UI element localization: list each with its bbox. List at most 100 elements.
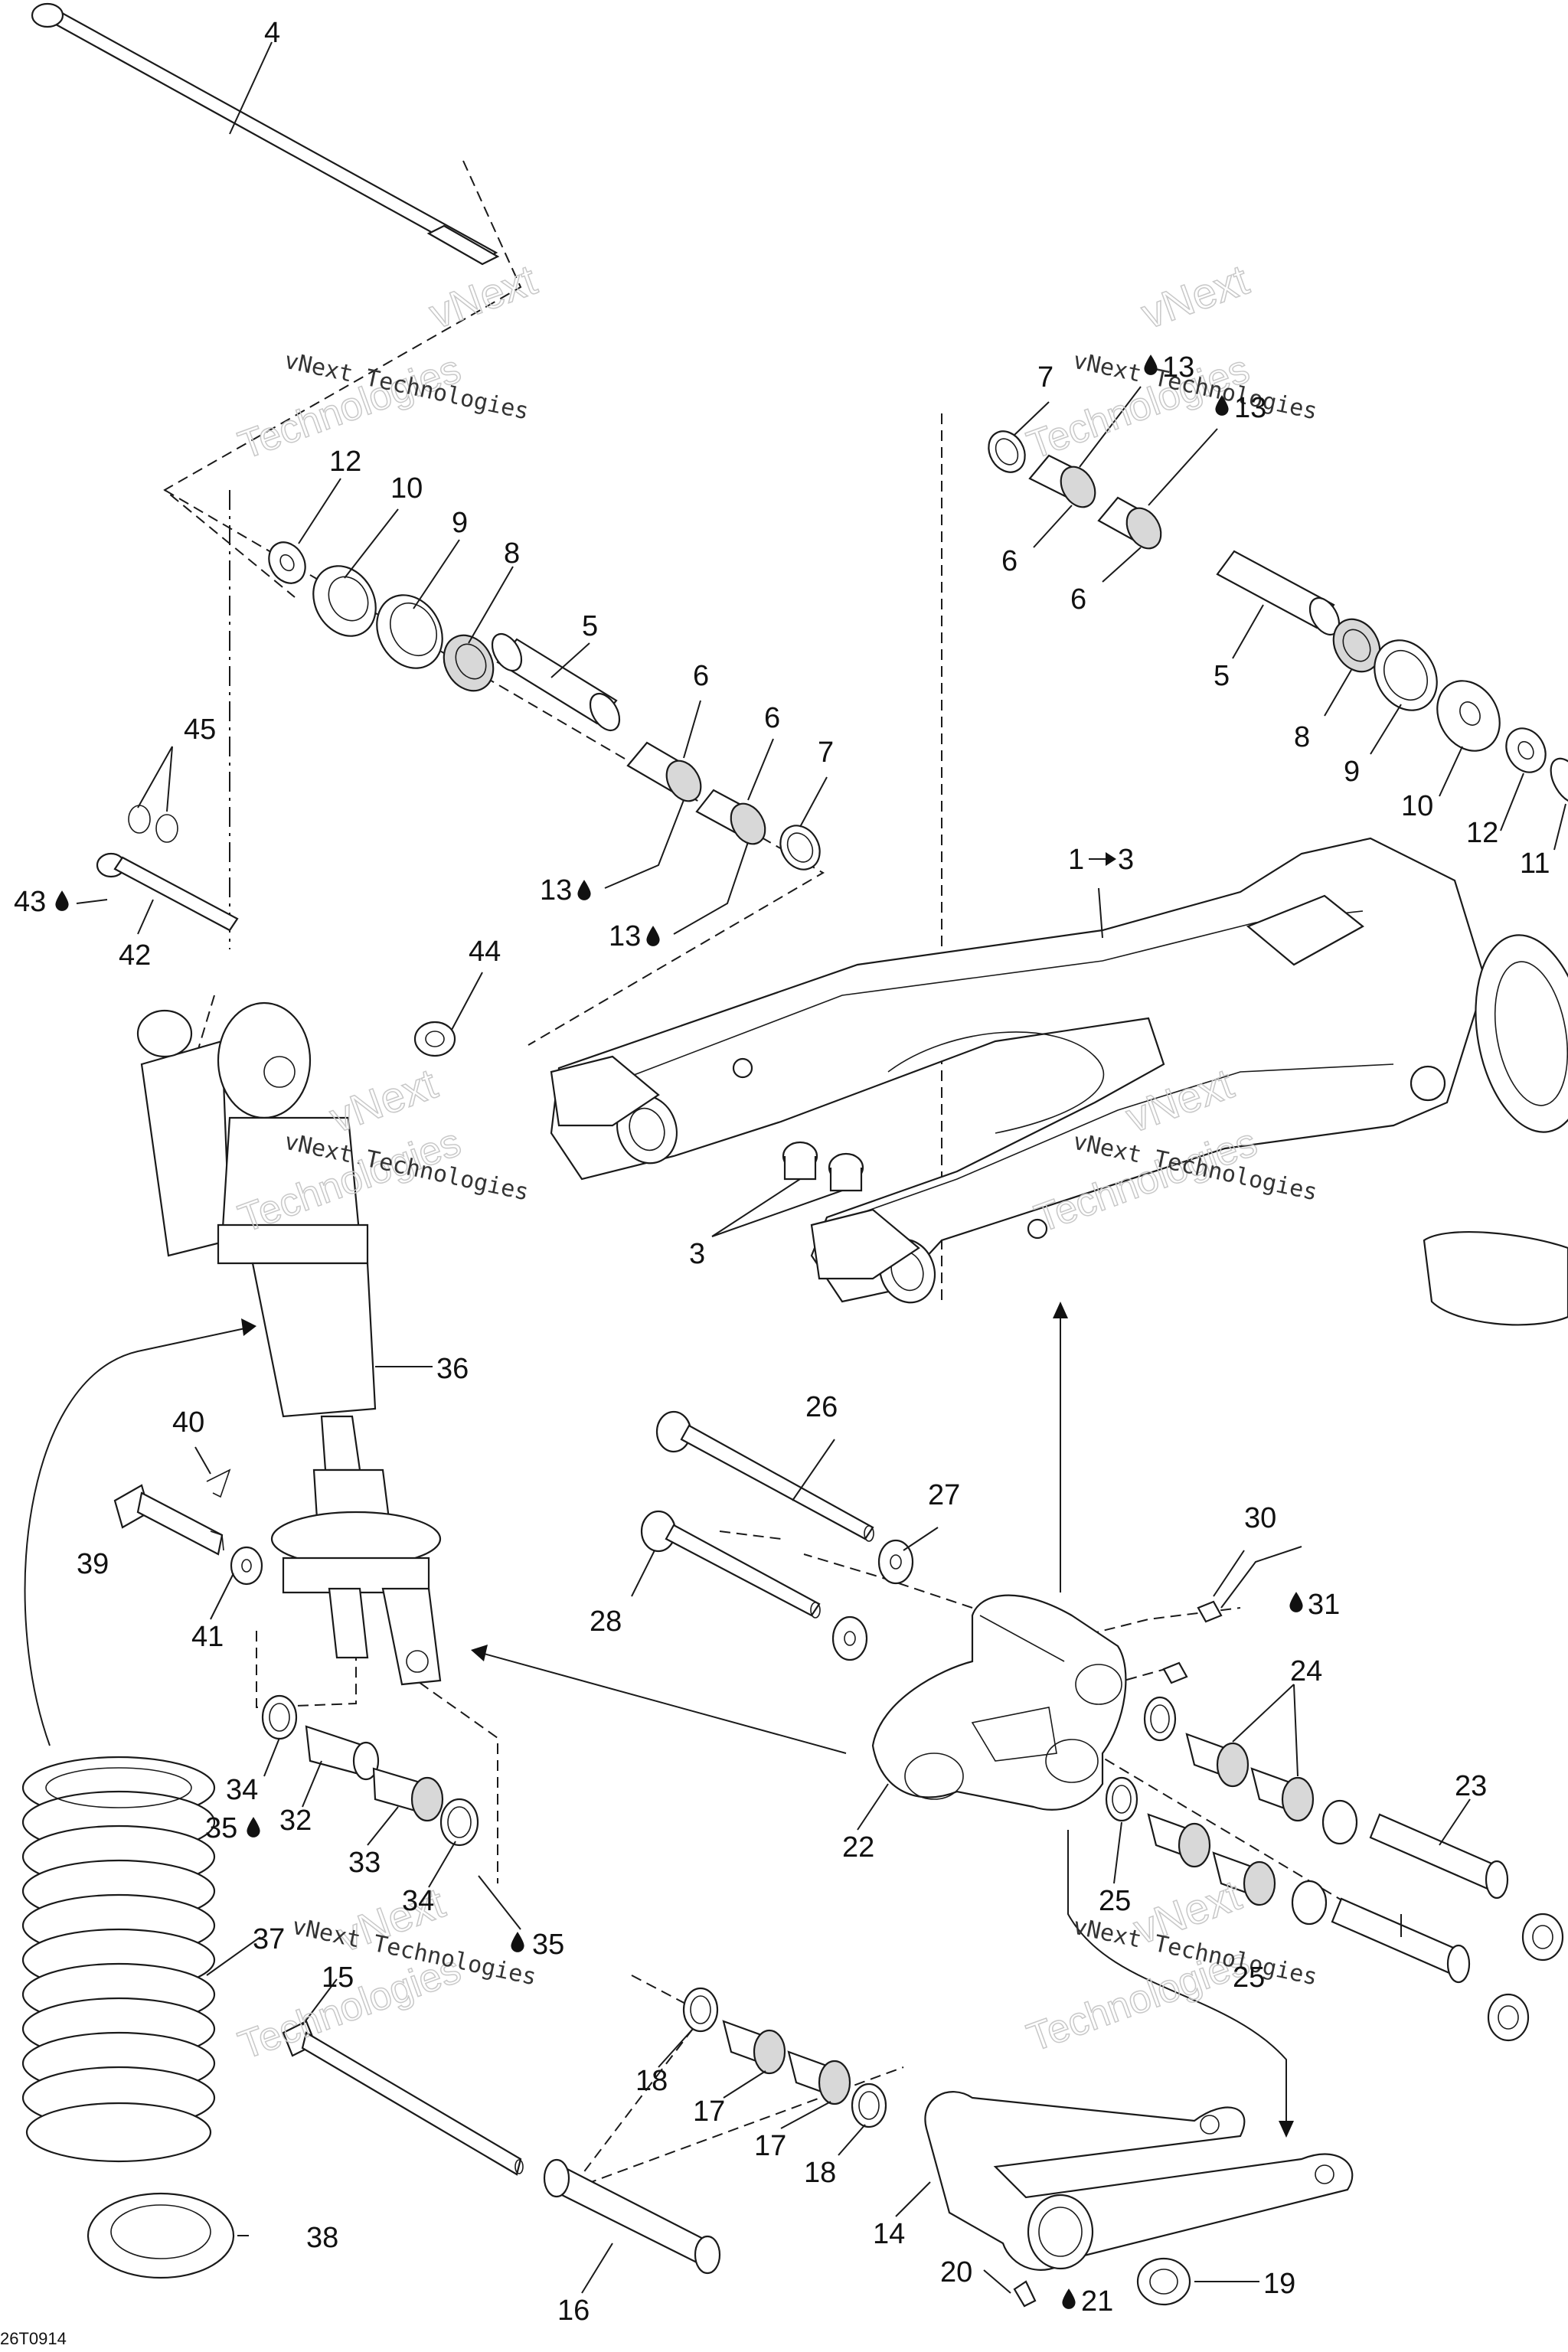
- callout-19: 19: [1263, 2268, 1295, 2300]
- callout-9: 9: [452, 507, 468, 539]
- callout-33: 33: [348, 1847, 381, 1879]
- pivot-shaft-4: [31, 2, 500, 266]
- plugs-3: [782, 1141, 864, 1192]
- callout-13: 13: [1234, 392, 1266, 424]
- callout-3: 3: [1118, 844, 1134, 876]
- callout-8: 8: [504, 537, 520, 570]
- bolt-15: [282, 2020, 524, 2176]
- callout-42: 42: [119, 939, 151, 972]
- callout-12: 12: [1466, 817, 1498, 849]
- cotter-pin-40: [206, 1468, 231, 1498]
- shock-absorber-36: [136, 1001, 442, 1686]
- callout-31: 31: [1308, 1589, 1340, 1621]
- rocker-bearings: [1105, 1696, 1564, 2042]
- callout-10: 10: [390, 472, 423, 505]
- callout-25: 25: [1233, 1962, 1265, 1994]
- bolt-39: [113, 1484, 224, 1556]
- sleeve-16: [543, 2158, 721, 2275]
- callout-34: 34: [402, 1885, 434, 1917]
- swing-arm-1: [550, 837, 1568, 1326]
- oil-drop-icon: [1062, 2288, 1076, 2309]
- watermark-big-next: vNext: [1135, 255, 1255, 338]
- callout-45: 45: [184, 714, 216, 746]
- bearing-stack-right: [988, 430, 1568, 805]
- washer-41: [230, 1546, 263, 1586]
- callout-41: 41: [191, 1621, 224, 1653]
- callout-18: 18: [635, 2065, 668, 2097]
- callout-8: 8: [1294, 721, 1310, 753]
- o-rings-45: [128, 805, 178, 843]
- callout-27: 27: [928, 1479, 960, 1511]
- nut-19: [1136, 2257, 1191, 2306]
- nut-44: [413, 1021, 456, 1057]
- shock-bearing-group: [261, 1694, 479, 1847]
- washer-27: [831, 1539, 914, 1661]
- callout-40: 40: [172, 1406, 204, 1439]
- spring-seat-38: [87, 2192, 235, 2279]
- callout-12: 12: [329, 446, 361, 478]
- callout-32: 32: [279, 1805, 312, 1837]
- callout-3: 3: [689, 1238, 705, 1270]
- callout-39: 39: [77, 1548, 109, 1580]
- oil-drop-icon: [646, 926, 660, 946]
- callout-18: 18: [804, 2157, 836, 2189]
- arrow-right-icon-head: [1106, 852, 1116, 866]
- oil-drop-icon: [577, 880, 591, 900]
- link-bearing-stack: [682, 1987, 887, 2128]
- callout-9: 9: [1344, 756, 1360, 788]
- callout-13: 13: [609, 920, 641, 952]
- link-arm-14: [924, 2091, 1354, 2271]
- pin-26: [655, 1410, 874, 1542]
- callout-6: 6: [693, 660, 709, 692]
- callout-1: 1: [1068, 844, 1084, 876]
- callout-21: 21: [1081, 2285, 1113, 2318]
- pin-28: [640, 1510, 821, 1619]
- callout-35: 35: [532, 1929, 564, 1961]
- callout-labels: 4 12 10 9 8 5 6 6 7 13 13 45 43 42 44 7 …: [14, 17, 1550, 2327]
- coil-spring-37: [21, 1756, 216, 2163]
- rocker-arm-22: [871, 1594, 1127, 1811]
- callout-43: 43: [14, 886, 46, 918]
- callout-36: 36: [436, 1353, 469, 1385]
- callout-20: 20: [940, 2256, 972, 2288]
- callout-6: 6: [1001, 545, 1018, 577]
- oil-drop-icon: [247, 1817, 260, 1838]
- callout-35: 35: [205, 1812, 237, 1844]
- assembly-arrows: [471, 1302, 1294, 2138]
- leader-lines: [76, 41, 1566, 2294]
- spring-assembly-arrow: [24, 1328, 246, 1746]
- callout-7: 7: [818, 737, 834, 769]
- callout-5: 5: [1214, 660, 1230, 692]
- oil-drop-icon: [55, 890, 69, 911]
- callout-6: 6: [764, 702, 780, 734]
- callout-37: 37: [253, 1923, 285, 1955]
- callout-13: 13: [1162, 351, 1194, 384]
- callout-6: 6: [1070, 583, 1086, 616]
- oil-drop-icon: [1144, 354, 1158, 375]
- callout-17: 17: [693, 2096, 725, 2128]
- oil-drop-icon: [511, 1932, 524, 1952]
- reference-code: 26T0914: [0, 2329, 67, 2348]
- callout-14: 14: [873, 2218, 905, 2250]
- callout-38: 38: [306, 2222, 338, 2254]
- callout-5: 5: [582, 610, 598, 642]
- watermark-big-next: vNext: [423, 255, 543, 338]
- bearing-stack-left: [268, 541, 821, 871]
- callout-11: 11: [1520, 848, 1550, 880]
- grease-fitting-20: [1013, 2280, 1037, 2308]
- callout-23: 23: [1455, 1770, 1487, 1802]
- callout-10: 10: [1401, 790, 1433, 822]
- callout-44: 44: [469, 936, 501, 968]
- callout-17: 17: [754, 2130, 786, 2162]
- callout-13: 13: [540, 874, 572, 906]
- callout-26: 26: [805, 1391, 838, 1423]
- callout-30: 30: [1244, 1502, 1276, 1534]
- callout-15: 15: [322, 1962, 354, 1994]
- callout-25: 25: [1099, 1885, 1131, 1917]
- callout-4: 4: [264, 17, 280, 49]
- callout-28: 28: [590, 1606, 622, 1638]
- callout-24: 24: [1290, 1655, 1322, 1687]
- grease-fittings-30: [1162, 1600, 1223, 1684]
- callout-34: 34: [226, 1774, 258, 1806]
